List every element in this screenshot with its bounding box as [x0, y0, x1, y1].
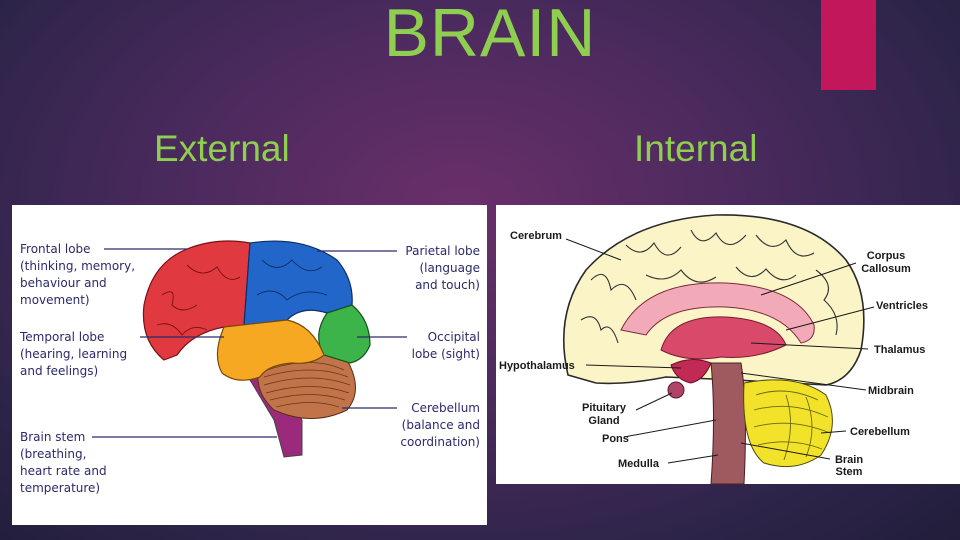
brainstem-label-3: heart rate and — [20, 464, 107, 478]
svg-text:Brain stem(breathing,heart rat: Brain stem (breathing, heart rate and tempe… — [20, 430, 107, 495]
corpus-label-2: Callosum — [861, 263, 911, 275]
cerebellum-int-label: Cerebellum — [850, 426, 910, 438]
external-brain-svg: Frontal lobe (thinking, memory, behaviour … — [12, 205, 487, 525]
cerebellum-label-2: (balance and — [402, 418, 480, 432]
external-brain-diagram: Frontal lobe (thinking, memory, behaviour … — [12, 205, 487, 525]
svg-text:Temporal lobe(hearing, learnin: Temporal lobe (hearing, learning and feeli… — [19, 330, 127, 378]
svg-text:Frontal lobe(thinking, memory,: Frontal lobe (thinking, memory, behaviour … — [20, 242, 135, 307]
medulla-label: Medulla — [618, 458, 660, 470]
cerebellum-label-1: Cerebellum — [411, 401, 480, 415]
brainstem-label-1: Brain stem — [20, 430, 85, 444]
brainstem-shape — [711, 363, 745, 484]
brainstem-int-label-2: Stem — [836, 466, 863, 478]
pituitary-label-2: Gland — [588, 415, 619, 427]
frontal-label-3: behaviour and — [20, 276, 107, 290]
hypothalamus-label: Hypothalamus — [499, 360, 575, 372]
corpus-label-1: Corpus — [867, 250, 906, 262]
parietal-label-3: and touch) — [415, 278, 480, 292]
temporal-label-2: (hearing, learning — [20, 347, 127, 361]
pituitary-shape — [668, 382, 684, 398]
temporal-label-3: and feelings) — [20, 364, 98, 378]
internal-heading: Internal — [634, 128, 757, 170]
thalamus-label: Thalamus — [874, 344, 925, 356]
brainstem-label-4: temperature) — [20, 481, 100, 495]
brainstem-int-label-1: Brain — [835, 454, 863, 466]
slide-title: BRAIN — [0, 0, 960, 72]
external-heading: External — [154, 128, 290, 170]
occipital-label-1: Occipital — [428, 330, 480, 344]
ventricles-label: Ventricles — [876, 300, 928, 312]
cerebrum-label: Cerebrum — [510, 230, 562, 242]
midbrain-label: Midbrain — [868, 385, 914, 397]
pons-label: Pons — [602, 433, 629, 445]
temporal-label-1: Temporal lobe — [19, 330, 104, 344]
frontal-label-2: (thinking, memory, — [20, 259, 135, 273]
frontal-label-4: movement) — [20, 293, 90, 307]
parietal-label-1: Parietal lobe — [405, 244, 480, 258]
frontal-label-1: Frontal lobe — [20, 242, 91, 256]
cerebellum-label-3: coordination) — [400, 435, 480, 449]
occipital-lobe-shape — [319, 305, 370, 363]
brainstem-label-2: (breathing, — [20, 447, 86, 461]
parietal-label-2: (language — [419, 261, 480, 275]
occipital-label-2: lobe (sight) — [412, 347, 480, 361]
pituitary-label-1: Pituitary — [582, 402, 627, 414]
accent-bar — [821, 0, 876, 90]
